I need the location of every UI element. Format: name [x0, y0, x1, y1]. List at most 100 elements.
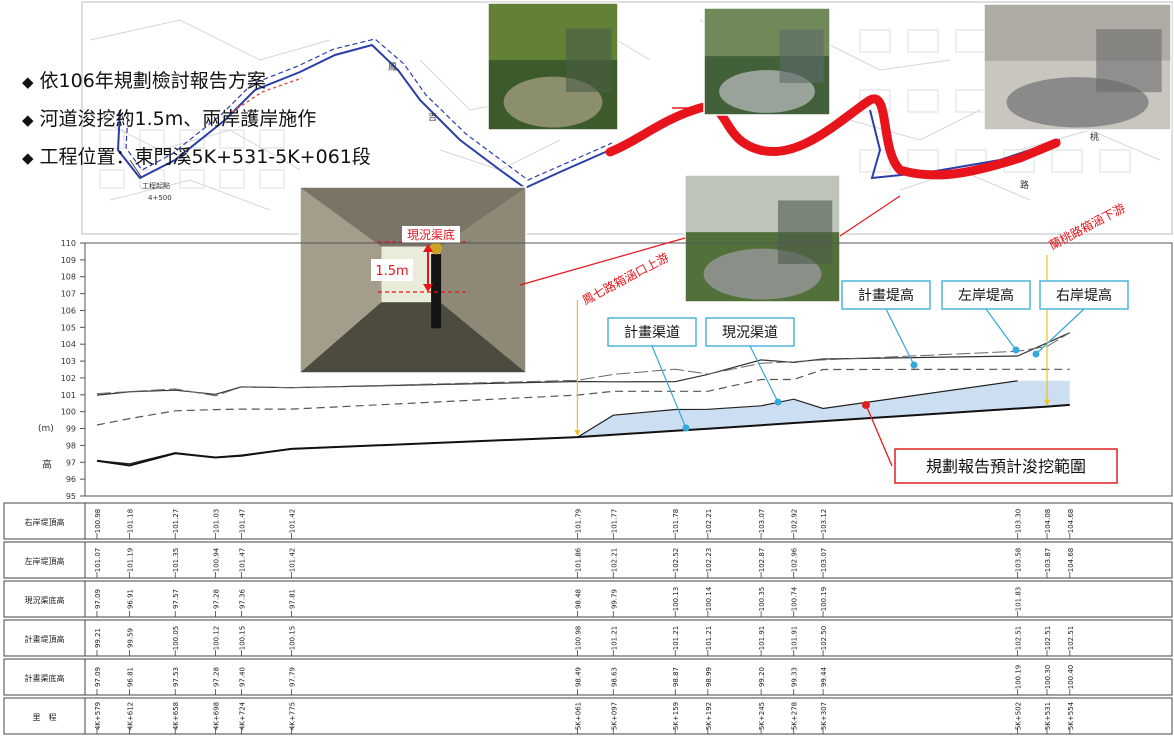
left-levee-callout-dot	[1012, 346, 1020, 354]
table-cell: 101.21	[672, 626, 680, 651]
map-parcel	[219, 169, 245, 189]
upstream-label: 鳳七路箱涵口上游	[579, 249, 671, 307]
table-row-label: 右岸堤頂高	[25, 517, 65, 527]
project-route	[605, 94, 1061, 180]
planned-levee-callout-dot	[910, 361, 918, 369]
current-channel-callout-leader	[749, 345, 779, 403]
profile-frame	[84, 242, 1173, 497]
map-parcel	[907, 29, 939, 53]
map-parcel	[955, 29, 987, 53]
table-cell: 102.92	[791, 509, 799, 534]
table-cell: 97.36	[239, 588, 247, 609]
guide-arrow-icon	[1043, 399, 1050, 406]
photo-frame	[983, 3, 1172, 131]
table-cell: 5K+192	[705, 702, 713, 730]
table-cell: 4K+658	[172, 702, 180, 730]
photo-detail	[566, 28, 612, 92]
map-road-line	[849, 109, 981, 141]
table-row-label: 計畫渠底高	[25, 673, 65, 683]
map-parcel	[859, 29, 891, 53]
photo-detail	[1096, 29, 1162, 93]
table-cell: 97.40	[239, 667, 247, 687]
table-row-label: 現況渠底高	[25, 595, 65, 605]
table-cell: 100.30	[1044, 665, 1052, 690]
table-cell: 101.83	[1015, 587, 1023, 612]
map-parcel	[99, 169, 125, 189]
y-tick-label: 107	[61, 290, 76, 299]
current-channel-callout-label: 現況渠道	[722, 325, 778, 341]
table-cell: 101.47	[239, 509, 247, 534]
table-cell: 97.28	[212, 667, 220, 687]
table-cell: 100.98	[94, 509, 102, 534]
diamond-icon: ◆	[22, 111, 34, 129]
map-frame	[81, 1, 1173, 235]
y-tick-label: 102	[61, 374, 76, 383]
map-survey-line	[231, 77, 303, 113]
table-cell: 99.79	[610, 589, 618, 609]
photo-frame	[487, 2, 619, 131]
left-levee-callout-box	[941, 280, 1031, 310]
map-parcel	[179, 129, 205, 149]
table-cell: 100.19	[820, 587, 828, 612]
table-cell: 4K+612	[127, 702, 135, 730]
y-tick-label: 106	[61, 306, 76, 315]
table-cell: 103.07	[820, 548, 828, 573]
table-cell: 5K+531	[1044, 702, 1052, 730]
table-cell: 100.74	[791, 586, 799, 611]
left-levee-callout-leader	[985, 308, 1017, 351]
table-row	[84, 619, 1173, 657]
table-cell: 4K+698	[212, 702, 220, 730]
y-tick-label: 104	[61, 340, 76, 349]
bullet-list: ◆依106年規劃檢討報告方案 ◆河道浚挖約1.5m、兩岸護岸施作 ◆工程位置：東…	[22, 62, 371, 176]
map-parcel	[259, 129, 285, 149]
planned-levee-callout-label: 計畫堤高	[858, 287, 914, 304]
table-cell: 96.91	[127, 589, 135, 609]
photo-detail	[778, 200, 833, 264]
right-levee-callout-label: 右岸堤高	[1056, 287, 1112, 304]
photo-frame	[703, 7, 831, 116]
table-cell: 101.19	[127, 548, 135, 573]
table-row-header	[3, 502, 86, 540]
table-cell: 99.33	[791, 667, 799, 687]
table-cell: 102.23	[705, 548, 713, 573]
table-cell: 98.63	[610, 667, 618, 687]
photo-upstream-channel	[487, 2, 619, 131]
photo-detail	[779, 29, 824, 83]
map-road-line	[109, 179, 271, 211]
photo-content	[984, 4, 1171, 130]
diamond-icon: ◆	[22, 73, 34, 91]
right-levee-callout-leader	[1035, 308, 1085, 355]
y-tick-label: 105	[61, 323, 76, 332]
map-river-dash	[125, 38, 613, 181]
photo-frame	[299, 186, 527, 374]
photo-construction-wall	[983, 3, 1172, 131]
table-cell: 101.35	[172, 548, 180, 573]
table-cell: 102.96	[791, 547, 799, 572]
table-cell: 101.86	[574, 547, 582, 572]
y-tick-label: 109	[61, 256, 76, 265]
table-cell: 101.21	[705, 626, 713, 651]
map-road-label: 路	[1020, 179, 1029, 191]
table-cell: 100.40	[1067, 665, 1075, 690]
planned-channel-callout-dot	[682, 424, 690, 432]
y-tick-label: 98	[66, 441, 76, 450]
planned-levee-line	[96, 368, 1070, 426]
y-tick-label: 108	[61, 273, 76, 282]
planned-channel-callout-leader	[651, 345, 687, 429]
map-road-label: 鳳	[388, 62, 397, 73]
photo-connector	[839, 195, 901, 237]
y-tick-label: 96	[66, 475, 76, 484]
table-cell: 101.47	[239, 548, 247, 573]
table-cell: 104.08	[1044, 509, 1052, 534]
table-cell: 5K+159	[672, 702, 680, 730]
y-tick-label: 97	[66, 458, 76, 467]
planned-levee-callout-leader	[885, 308, 915, 366]
table-cell: 101.78	[672, 509, 680, 534]
table-cell: 100.15	[239, 626, 247, 651]
arrow-up-icon	[423, 244, 433, 252]
table-cell: 100.13	[672, 587, 680, 612]
table-cell: 5K+061	[574, 702, 582, 730]
table-cell: 4K+724	[239, 701, 247, 730]
table-cell: 97.09	[94, 589, 102, 609]
